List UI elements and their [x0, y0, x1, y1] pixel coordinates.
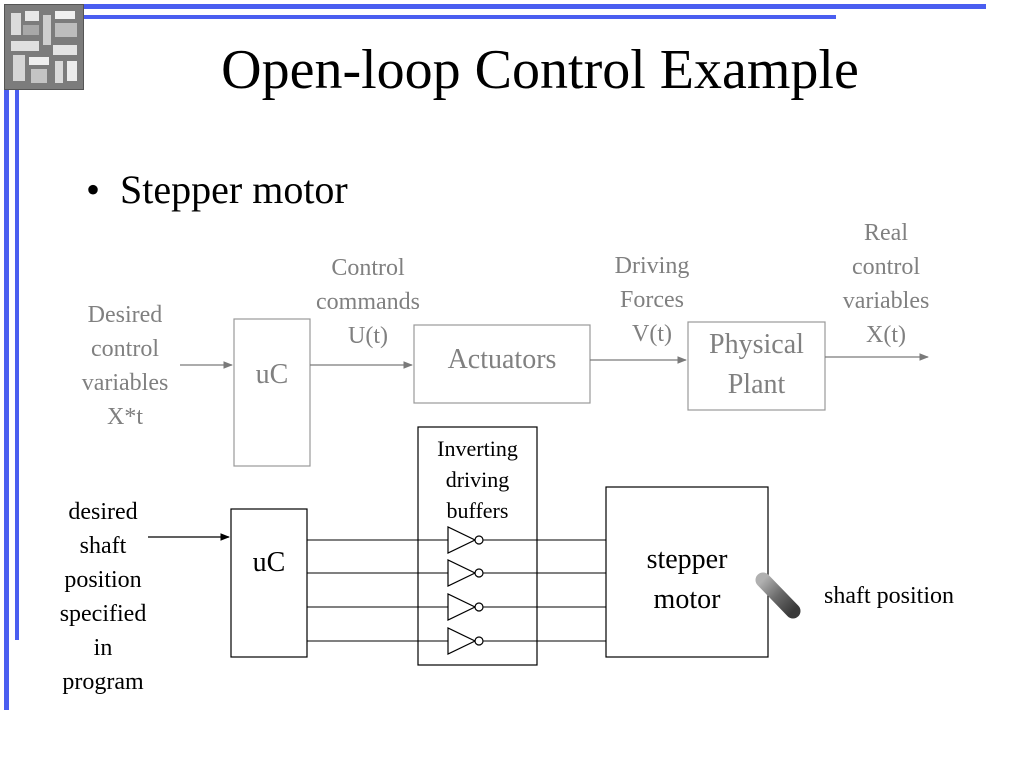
motor-shaft: [755, 572, 801, 619]
actuators-box: [413, 324, 591, 404]
top-uc-label: uC: [255, 359, 289, 390]
slide-title: Open-loop Control Example: [221, 39, 859, 101]
chip-logo-image: [4, 4, 84, 90]
signal-lines: [307, 539, 606, 642]
bullet-item: • Stepper motor: [86, 167, 348, 212]
slide-frame: [4, 4, 986, 710]
physical-plant-label: Physical Plant: [709, 329, 804, 400]
bullet-text: Stepper motor: [120, 167, 348, 212]
bottom-uc-label: uC: [252, 547, 286, 578]
control-commands-label: Control commands U(t): [316, 255, 420, 349]
buffers-box: [417, 426, 538, 666]
inverter-buffers: [447, 526, 484, 655]
actuators-label: Actuators: [447, 344, 557, 375]
driving-forces-label: Driving Forces V(t): [614, 253, 690, 347]
shaft-position-label: shaft position: [824, 583, 954, 609]
top-uc-box: [233, 318, 311, 467]
inverting-buffers-label: Inverting driving buffers: [437, 436, 518, 523]
stepper-motor-label: stepper motor: [646, 544, 728, 615]
desired-control-variables-label: Desired control variables X*t: [81, 302, 169, 430]
real-control-variables-label: Real control variables X(t): [842, 220, 930, 348]
stepper-motor-box: [605, 486, 769, 658]
physical-plant-box: [687, 321, 826, 411]
bottom-uc-box: [230, 508, 308, 658]
desired-shaft-position-label: desired shaft position specified in prog…: [59, 499, 147, 695]
